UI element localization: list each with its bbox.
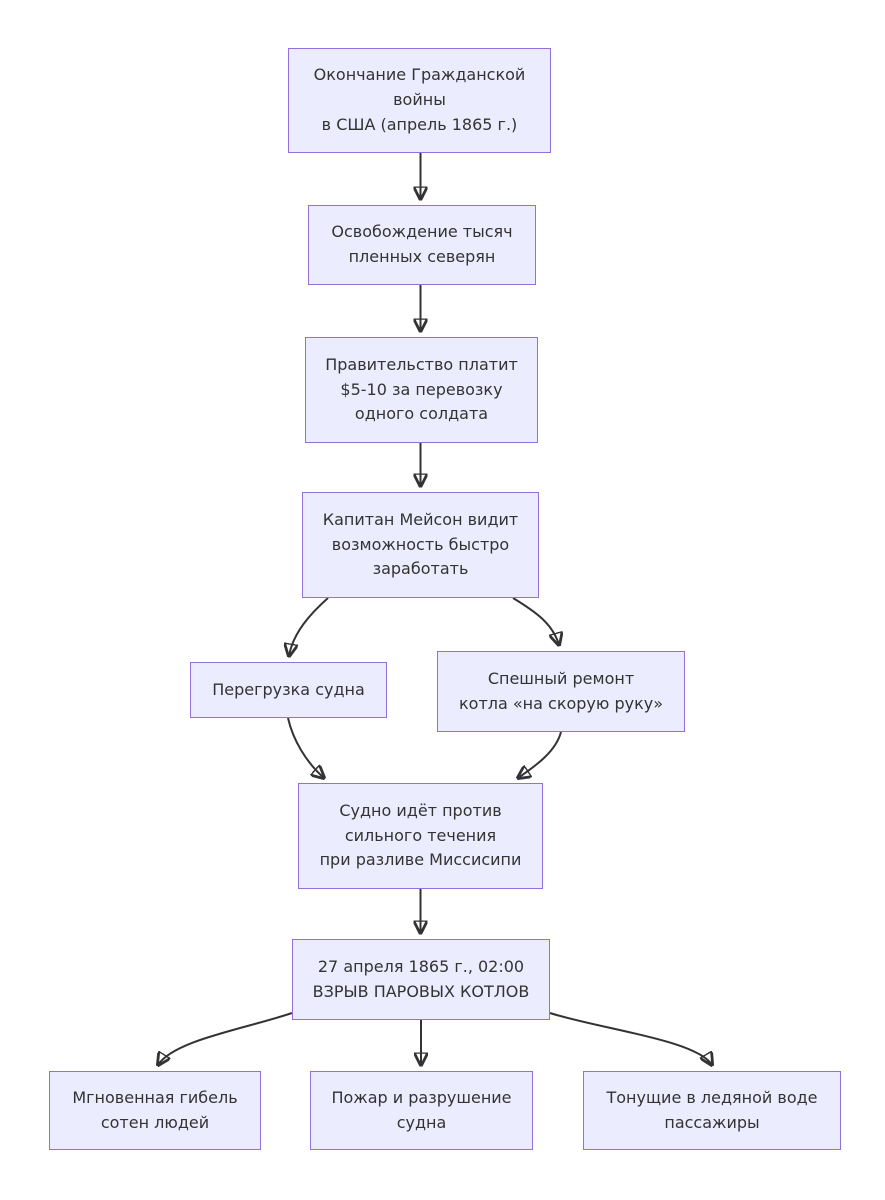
node-prisoners-release: Освобождение тысяч пленных северян [308,205,536,285]
node-label: Тонущие в ледяной воде пассажиры [606,1087,818,1132]
edge-repair-to-current [518,731,562,778]
node-boiler-explosion: 27 апреля 1865 г., 02:00 ВЗРЫВ ПАРОВЫХ К… [292,939,550,1020]
node-captain-mason: Капитан Мейсон видит возможность быстро … [302,492,539,598]
node-drowning-passengers: Тонущие в ледяной воде пассажиры [583,1071,841,1150]
node-label: Капитан Мейсон видит возможность быстро … [322,509,519,579]
node-against-current: Судно идёт против сильного течения при р… [298,783,543,889]
node-fire-destruction: Пожар и разрушение судна [310,1071,533,1150]
node-hasty-boiler-repair: Спешный ремонт котла «на скорую руку» [437,651,685,732]
node-label: 27 апреля 1865 г., 02:00 ВЗРЫВ ПАРОВЫХ К… [312,956,530,1001]
edge-overload-to-current [287,717,324,778]
node-government-pays: Правительство платит $5-10 за перевозку … [305,337,538,443]
node-label: Пожар и разрушение судна [331,1087,512,1132]
edge-explosion-to-death [158,1012,293,1065]
edge-explosion-to-drowning [549,1012,712,1065]
node-label: Перегрузка судна [212,679,365,699]
node-civil-war-end: Окончание Гражданской войны в США (апрел… [288,48,551,153]
node-ship-overload: Перегрузка судна [190,662,387,718]
node-label: Освобождение тысяч пленных северян [331,222,513,266]
node-label: Окончание Гражданской войны в США (апрел… [313,65,526,134]
node-label: Судно идёт против сильного течения при р… [319,800,522,870]
node-label: Правительство платит $5-10 за перевозку … [325,354,518,424]
edge-mason-to-repair [512,597,559,645]
edge-mason-to-overload [289,597,329,656]
node-label: Мгновенная гибель сотен людей [72,1087,238,1132]
node-instant-death: Мгновенная гибель сотен людей [49,1071,261,1150]
node-label: Спешный ремонт котла «на скорую руку» [458,668,663,713]
